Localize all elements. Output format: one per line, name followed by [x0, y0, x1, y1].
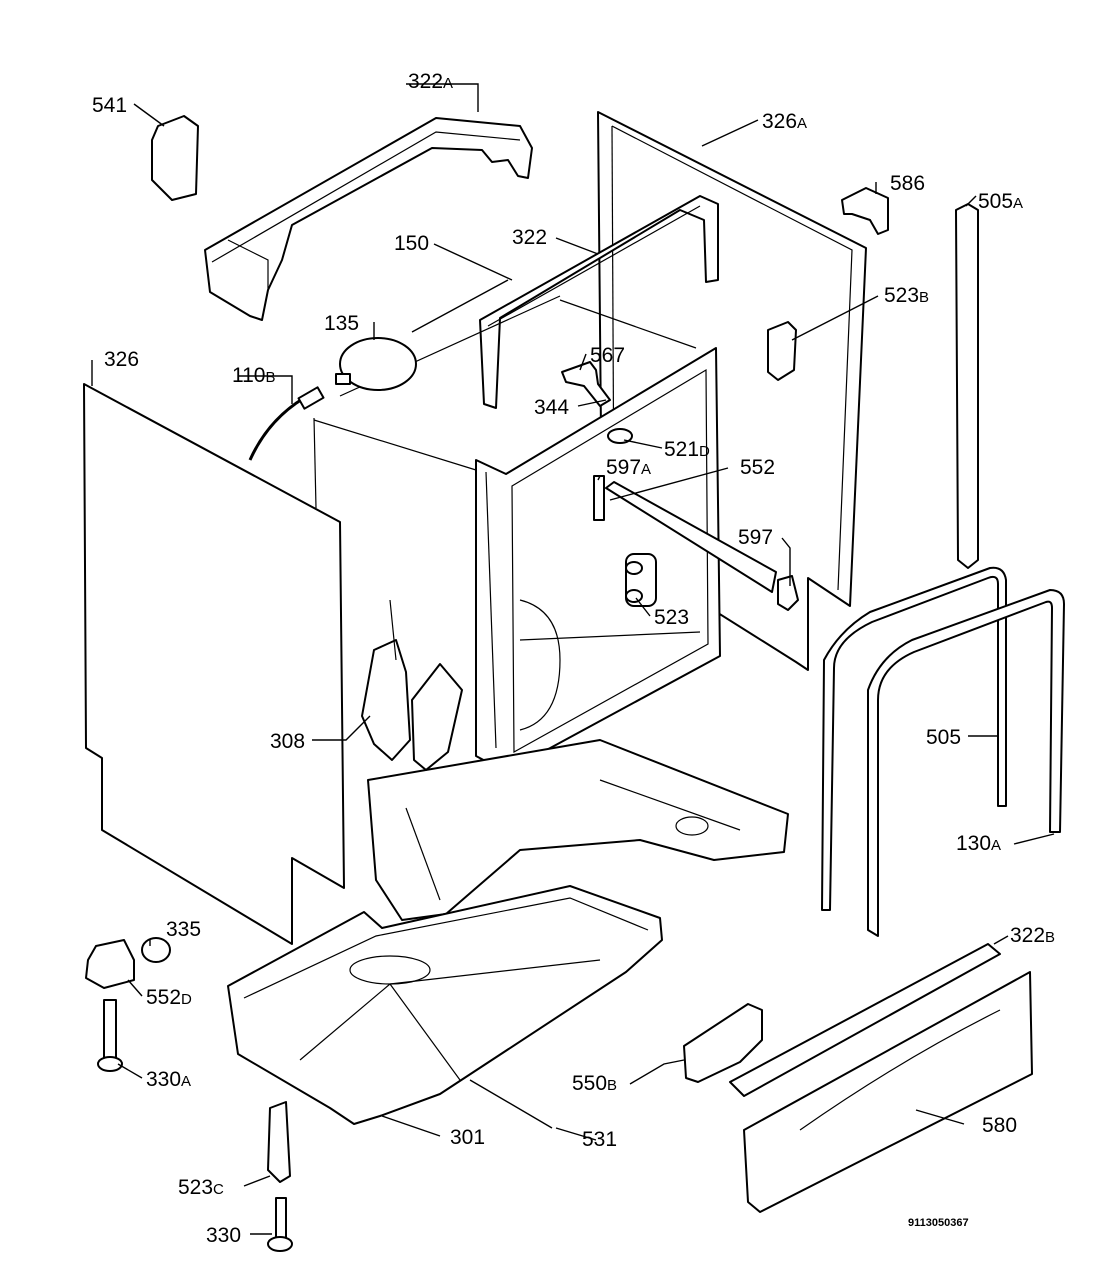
door-seal-130a [867, 589, 1065, 937]
label-567: 567 [590, 344, 625, 367]
label-552d: 552D [146, 986, 192, 1009]
grommet-521d [607, 428, 633, 444]
label-505: 505 [926, 726, 961, 749]
label-130a: 130A [956, 832, 1001, 855]
label-308: 308 [270, 730, 305, 753]
base-frame [367, 739, 789, 921]
label-597a: 597A [606, 456, 651, 479]
label-580: 580 [982, 1114, 1017, 1137]
bracket-586 [841, 187, 889, 235]
label-523: 523 [654, 606, 689, 629]
side-panel-326 [83, 383, 345, 945]
label-322a: 322A [408, 70, 453, 93]
solenoid-552d [85, 939, 135, 989]
label-330: 330 [206, 1224, 241, 1247]
rail-552 [593, 475, 777, 593]
label-326: 326 [104, 348, 139, 371]
label-335: 335 [166, 918, 201, 941]
label-150: 150 [394, 232, 429, 255]
label-541: 541 [92, 94, 127, 117]
clip-541 [151, 115, 199, 201]
label-586: 586 [890, 172, 925, 195]
bracket-550b [683, 1003, 763, 1083]
plinth-580 [743, 971, 1033, 1213]
label-301: 301 [450, 1126, 485, 1149]
label-523b: 523B [884, 284, 929, 307]
door-hinge-308 [361, 599, 463, 771]
hinge-part-523b [767, 321, 797, 381]
label-326a: 326A [762, 110, 807, 133]
tub-body [313, 295, 721, 773]
door-seal-505 [821, 566, 1007, 911]
label-135: 135 [324, 312, 359, 335]
label-505a: 505A [978, 190, 1023, 213]
label-597: 597 [738, 526, 773, 549]
label-523c: 523C [178, 1176, 224, 1199]
screw-330 [267, 1197, 293, 1252]
nut-335 [141, 937, 171, 963]
label-531: 531 [582, 1128, 617, 1151]
plinth-322b [729, 943, 1001, 1097]
label-344: 344 [534, 396, 569, 419]
label-322: 322 [512, 226, 547, 249]
label-521d: 521D [664, 438, 710, 461]
hose-110b [248, 386, 325, 461]
top-frame-322 [479, 195, 719, 409]
label-330a: 330A [146, 1068, 191, 1091]
label-110b: 110B [232, 364, 276, 387]
label-552: 552 [740, 456, 775, 479]
bottom-tray-301 [227, 885, 663, 1125]
top-frame-322a [204, 117, 533, 321]
support-523c [267, 1101, 291, 1183]
bracket-567-344 [561, 361, 611, 407]
part-labels: 541 322A 326A 586 505A 150 322 523B 135 … [92, 70, 1055, 1247]
leader-lines [91, 83, 1055, 1235]
label-322b: 322B [1010, 924, 1055, 947]
float-rod-531 [469, 1079, 553, 1129]
screw-330a [97, 999, 123, 1072]
nozzles-523 [625, 553, 657, 607]
seal-strip-505a [955, 203, 979, 569]
air-break-135 [335, 337, 417, 391]
drawing-number: 9113050367 [908, 1217, 969, 1229]
label-550b: 550B [572, 1072, 617, 1095]
